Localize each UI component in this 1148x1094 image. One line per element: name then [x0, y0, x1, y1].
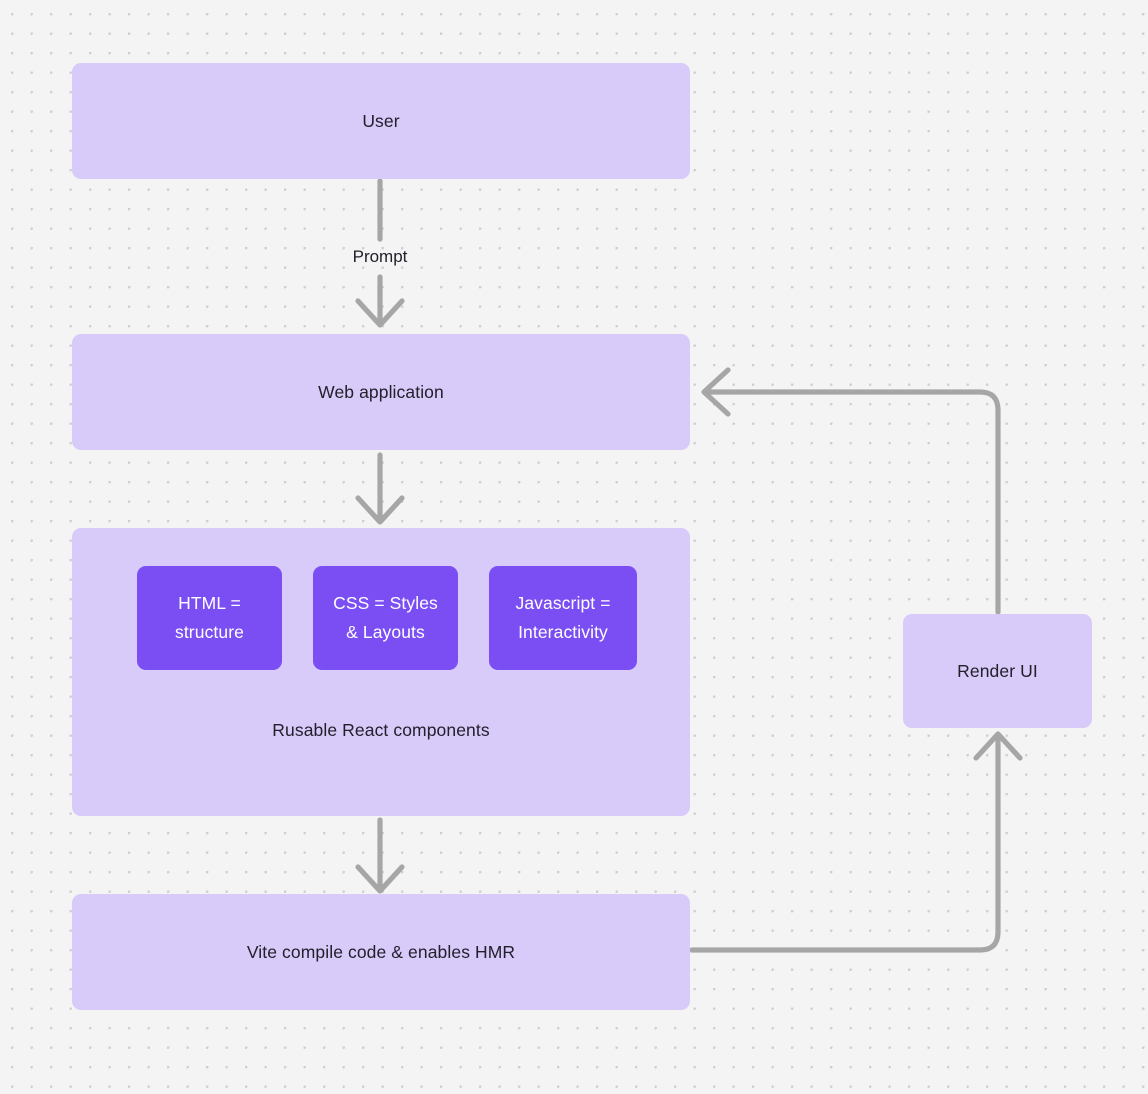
node-vite[interactable]: Vite compile code & enables HMR — [72, 894, 690, 1010]
node-html-line2: structure — [175, 622, 244, 642]
edge-vite-to-render-line — [689, 733, 1001, 953]
node-html-line1: HTML = — [178, 593, 241, 614]
node-user-label: User — [362, 110, 400, 131]
node-components-group-caption: Rusable React components — [272, 720, 490, 740]
node-css-line2: & Layouts — [346, 622, 425, 642]
node-html[interactable]: HTML = structure — [137, 566, 282, 670]
node-vite-label: Vite compile code & enables HMR — [246, 941, 516, 962]
edge-user-to-web-arrowhead — [355, 298, 405, 328]
edge-vite-to-render-arrowhead — [973, 731, 1023, 761]
edge-web-to-components-arrowhead — [355, 495, 405, 525]
node-user[interactable]: User — [72, 63, 690, 179]
node-css-line1: CSS = Styles — [333, 593, 438, 614]
node-css[interactable]: CSS = Styles & Layouts — [313, 566, 458, 670]
edge-render-to-web-line — [703, 389, 1001, 615]
components-row: HTML = structure CSS = Styles & Layouts … — [137, 566, 637, 670]
node-render-ui[interactable]: Render UI — [903, 614, 1092, 728]
edge-label-prompt: Prompt — [352, 247, 408, 266]
node-web-application-label: Web application — [318, 381, 444, 402]
edge-render-to-web-arrowhead — [701, 367, 731, 417]
node-javascript[interactable]: Javascript = Interactivity — [489, 566, 637, 670]
node-web-application[interactable]: Web application — [72, 334, 690, 450]
edge-components-to-vite-arrowhead — [355, 864, 405, 894]
node-javascript-line2: Interactivity — [518, 622, 608, 642]
node-javascript-line1: Javascript = — [515, 593, 611, 614]
node-render-ui-label: Render UI — [957, 660, 1038, 681]
node-components-group[interactable]: HTML = structure CSS = Styles & Layouts … — [72, 528, 690, 816]
